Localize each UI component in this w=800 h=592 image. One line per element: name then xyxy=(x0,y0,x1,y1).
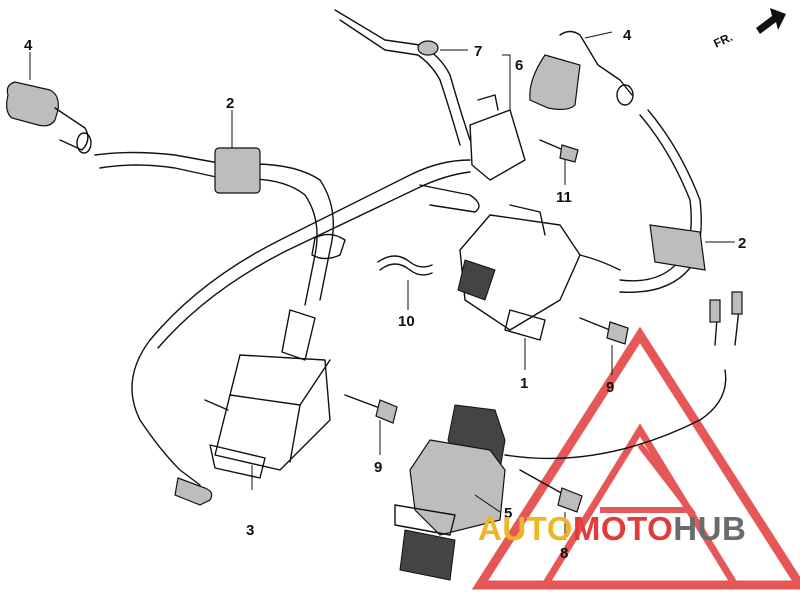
watermark-moto: MOTO xyxy=(573,510,673,547)
callout-grommet-7: 7 xyxy=(474,43,482,60)
callout-exciter-coil: 5 xyxy=(504,505,512,522)
watermark-logo-icon xyxy=(471,326,800,590)
callout-igniter: 6 xyxy=(515,57,523,74)
pulser-coil xyxy=(457,204,621,341)
front-direction-label: FR. xyxy=(711,30,734,51)
callout-grommet-left: 2 xyxy=(226,95,234,112)
bolt-9-left-icon xyxy=(344,394,398,424)
watermark-hub: HUB xyxy=(673,510,746,547)
bolt-8-icon xyxy=(519,469,583,513)
callout-pulser-coil: 1 xyxy=(520,375,528,392)
exciter-coil xyxy=(394,291,743,581)
callout-bolt-8: 8 xyxy=(560,545,568,562)
harness-wire xyxy=(149,159,471,349)
watermark-auto: AUTO xyxy=(478,510,573,547)
callout-ignition-coil: 3 xyxy=(246,522,254,539)
high-tension-cord-right xyxy=(619,109,706,293)
igniter-unit xyxy=(334,9,526,213)
leader-lines xyxy=(29,31,735,540)
watermark-text: AUTOMOTOHUB xyxy=(478,510,746,547)
callout-plug-cap-right: 4 xyxy=(623,27,632,44)
front-direction-indicator: FR. xyxy=(711,8,786,51)
callout-bolt-9-left: 9 xyxy=(374,459,382,476)
high-tension-cord-left xyxy=(94,147,346,306)
svg-text:AUTOMOTOHUB: AUTOMOTOHUB xyxy=(478,510,746,547)
ignition-coil-unit xyxy=(131,309,331,506)
callout-grommet-far-right: 2 xyxy=(738,235,746,252)
callout-clamp: 10 xyxy=(398,313,415,330)
bolt-11-icon xyxy=(539,139,579,163)
callout-plug-cap-left: 4 xyxy=(24,37,33,54)
wire-clamp xyxy=(377,255,433,276)
callout-bolt-9-right: 9 xyxy=(606,379,614,396)
callout-bolt-11: 11 xyxy=(556,189,572,206)
bolt-9-right-icon xyxy=(579,317,629,345)
spark-plug-cap-right xyxy=(529,30,634,111)
spark-plug-cap-left xyxy=(6,81,92,154)
